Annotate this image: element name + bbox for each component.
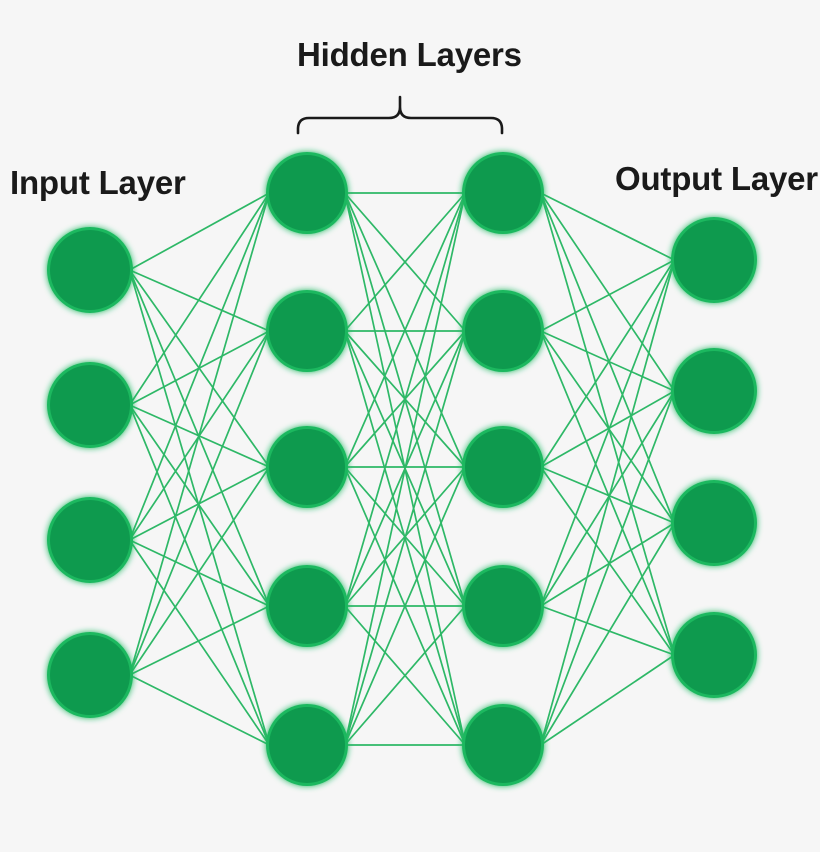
connection-edge bbox=[539, 330, 676, 524]
neuron-core bbox=[50, 230, 130, 310]
neuron-node-hidden1-5 bbox=[266, 704, 348, 786]
neuron-core bbox=[674, 220, 754, 300]
connection-edge bbox=[343, 192, 467, 468]
neuron-node-hidden2-5 bbox=[462, 704, 544, 786]
connection-edge bbox=[539, 522, 676, 607]
nodes-group bbox=[47, 152, 757, 786]
neuron-node-hidden2-4 bbox=[462, 565, 544, 647]
connection-edge bbox=[539, 259, 676, 746]
connection-edge bbox=[128, 404, 271, 607]
neuron-core bbox=[465, 155, 541, 231]
neuron-core bbox=[674, 615, 754, 695]
connection-edge bbox=[128, 605, 271, 676]
connection-edge bbox=[539, 192, 676, 392]
connection-edge bbox=[539, 330, 676, 656]
connection-edge bbox=[539, 390, 676, 746]
connection-edge bbox=[128, 674, 271, 746]
neuron-core bbox=[269, 429, 345, 505]
neuron-node-input-3 bbox=[47, 497, 133, 583]
neuron-node-output-2 bbox=[671, 348, 757, 434]
output-layer-label: Output Layer bbox=[615, 160, 818, 197]
connection-edge bbox=[128, 466, 271, 676]
connection-edge bbox=[539, 192, 676, 656]
neuron-node-hidden1-1 bbox=[266, 152, 348, 234]
connection-edge bbox=[539, 259, 676, 468]
neuron-node-input-4 bbox=[47, 632, 133, 718]
connection-edge bbox=[539, 390, 676, 607]
connection-edge bbox=[539, 192, 676, 524]
neuron-core bbox=[465, 568, 541, 644]
neuron-node-output-3 bbox=[671, 480, 757, 566]
connection-edge bbox=[128, 192, 271, 271]
connection-edge bbox=[539, 192, 676, 261]
connection-edge bbox=[539, 466, 676, 656]
neuron-core bbox=[269, 155, 345, 231]
connection-edge bbox=[539, 259, 676, 332]
connection-edge bbox=[128, 192, 271, 406]
neuron-core bbox=[674, 483, 754, 563]
connection-edge bbox=[539, 654, 676, 746]
connection-edge bbox=[539, 390, 676, 468]
neuron-node-input-1 bbox=[47, 227, 133, 313]
neuron-node-hidden1-2 bbox=[266, 290, 348, 372]
neuron-core bbox=[269, 293, 345, 369]
neuron-node-output-4 bbox=[671, 612, 757, 698]
neuron-node-hidden2-1 bbox=[462, 152, 544, 234]
neuron-core bbox=[269, 707, 345, 783]
neuron-core bbox=[50, 365, 130, 445]
neuron-core bbox=[269, 568, 345, 644]
connection-edge bbox=[128, 269, 271, 746]
brace-path bbox=[296, 95, 504, 135]
connection-edge bbox=[539, 522, 676, 746]
connection-edge bbox=[128, 330, 271, 676]
connection-edge bbox=[539, 605, 676, 656]
connection-edge bbox=[343, 192, 467, 607]
neuron-core bbox=[50, 635, 130, 715]
neuron-core bbox=[465, 293, 541, 369]
connection-edge bbox=[128, 192, 271, 676]
connection-edge bbox=[128, 404, 271, 746]
connection-edge bbox=[343, 192, 467, 332]
neuron-node-hidden2-3 bbox=[462, 426, 544, 508]
connection-edge bbox=[343, 605, 467, 746]
neuron-core bbox=[674, 351, 754, 431]
neuron-node-input-2 bbox=[47, 362, 133, 448]
hidden-layers-label: Hidden Layers bbox=[297, 36, 522, 73]
connection-edge bbox=[343, 192, 467, 746]
hidden-layers-brace bbox=[296, 95, 504, 135]
connection-edge bbox=[128, 539, 271, 607]
neuron-core bbox=[465, 429, 541, 505]
connection-edge bbox=[128, 269, 271, 607]
neuron-node-hidden1-3 bbox=[266, 426, 348, 508]
connection-edge bbox=[539, 259, 676, 607]
neuron-core bbox=[465, 707, 541, 783]
connection-edge bbox=[343, 466, 467, 746]
connection-edge bbox=[128, 192, 271, 541]
connection-edge bbox=[539, 330, 676, 392]
connection-edge bbox=[343, 330, 467, 746]
connections-group bbox=[128, 192, 676, 746]
neuron-node-hidden2-2 bbox=[462, 290, 544, 372]
input-layer-label: Input Layer bbox=[10, 164, 186, 201]
connection-edge bbox=[539, 466, 676, 524]
connection-edge bbox=[128, 539, 271, 746]
neuron-core bbox=[50, 500, 130, 580]
neuron-node-hidden1-4 bbox=[266, 565, 348, 647]
neuron-node-output-1 bbox=[671, 217, 757, 303]
